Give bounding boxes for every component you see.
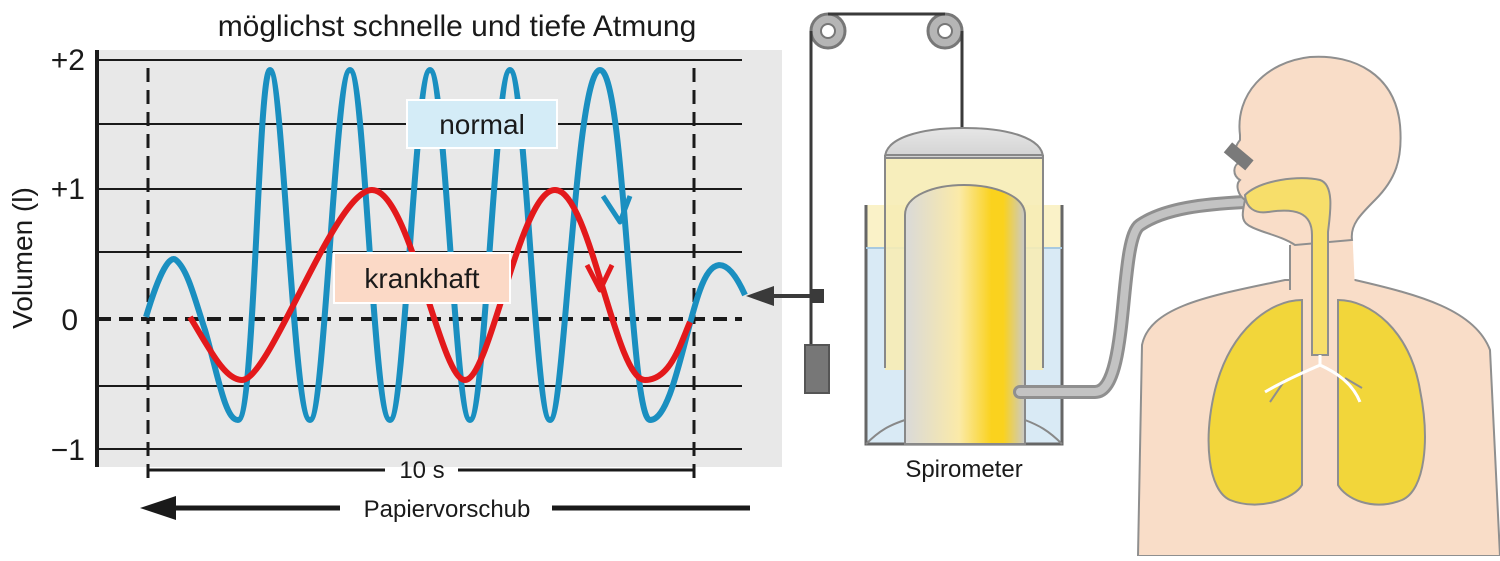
y-axis-label: Volumen (l): [7, 187, 38, 329]
y-tick-plus1: +1: [51, 173, 85, 206]
krankhaft-direction-arrow: [584, 263, 615, 293]
series-normal-line: [143, 67, 748, 423]
nose-clip: [1223, 142, 1254, 171]
spirometer-label: Spirometer: [905, 456, 1022, 483]
normal-label: normal: [439, 109, 525, 140]
normal-direction-arrow: [600, 194, 633, 225]
airway: [1243, 177, 1332, 356]
counterweight: [804, 344, 830, 394]
paper-feed-label: Papiervorschub: [364, 496, 531, 523]
person-figure: [1136, 55, 1500, 557]
spirometer-apparatus: Spirometer: [746, 12, 1252, 483]
paper-feed-arrowhead: [140, 496, 176, 520]
krankhaft-label: krankhaft: [364, 263, 479, 294]
y-tick-minus1: −1: [51, 434, 85, 467]
inner-cylinder: [904, 183, 1026, 445]
series-krankhaft-line: [187, 187, 693, 383]
pointer-arrowhead: [746, 286, 774, 306]
pointer-block: [810, 289, 824, 303]
krankhaft-label-box: [333, 252, 511, 304]
left-lung: [1207, 298, 1303, 506]
right-lung: [1337, 298, 1426, 506]
chart: möglichst schnelle und tiefe Atmung +2 +…: [7, 10, 782, 523]
y-tick-0: 0: [61, 304, 78, 337]
duration-label: 10 s: [399, 457, 444, 484]
y-tick-plus2: +2: [51, 44, 85, 77]
normal-label-box: [406, 99, 558, 149]
chart-title: möglichst schnelle und tiefe Atmung: [218, 10, 697, 43]
